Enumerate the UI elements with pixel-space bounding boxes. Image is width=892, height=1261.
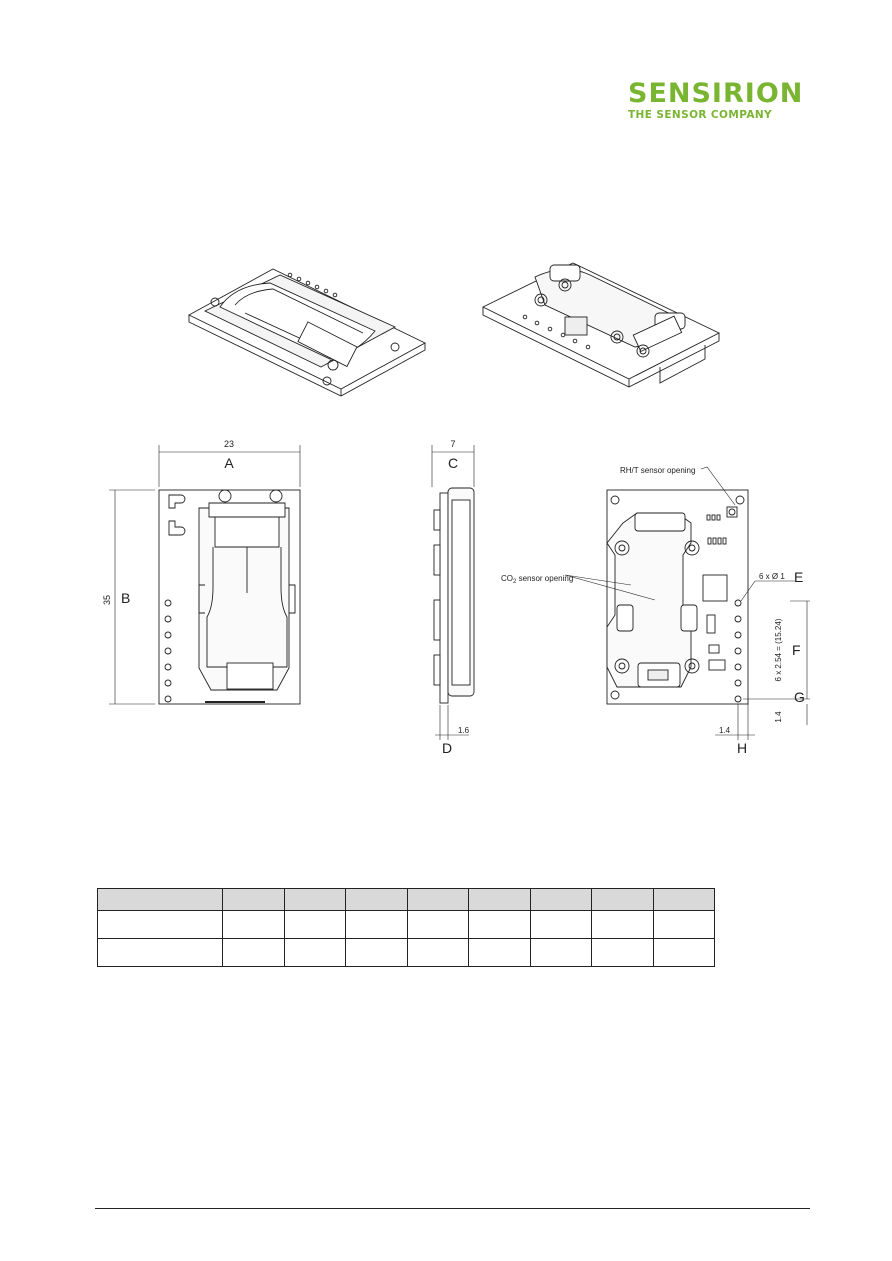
front-width-label: A xyxy=(224,455,234,471)
table-cell xyxy=(652,910,715,939)
table-header-cell xyxy=(222,888,285,911)
front-view-dimensions xyxy=(109,445,301,705)
sensirion-logo: SENSIRION THE SENSOR COMPANY xyxy=(628,80,810,122)
back-view-dimensions xyxy=(564,466,810,740)
hole-label: E xyxy=(794,569,803,585)
table-cell xyxy=(652,938,715,967)
front-height-value: 35 xyxy=(102,595,112,605)
table-header-cell xyxy=(406,888,469,911)
table-cell xyxy=(283,910,346,939)
edge-vertical-value: 1.4 xyxy=(774,711,783,723)
side-thickness-value: 7 xyxy=(450,439,455,449)
table-header-cell xyxy=(283,888,346,911)
back-view xyxy=(606,489,749,705)
table-header-cell xyxy=(468,888,531,911)
edge-label: H xyxy=(737,740,747,756)
hole-callout: 6 x Ø 1 xyxy=(759,572,785,581)
side-pcb-label: D xyxy=(442,740,452,756)
dimension-table xyxy=(97,888,715,967)
table-row xyxy=(97,910,715,939)
table-cell xyxy=(468,910,531,939)
front-height-label: B xyxy=(121,590,130,606)
table-cell xyxy=(529,910,592,939)
side-pcb-value: 1.6 xyxy=(458,726,470,735)
edge-horizontal-value: 1.4 xyxy=(719,726,731,735)
table-row xyxy=(97,938,715,967)
front-width-value: 23 xyxy=(224,439,234,449)
table-header-cell xyxy=(345,888,408,911)
table-header-cell xyxy=(591,888,654,911)
mechanical-drawing: 23 A 35 B 7 C 1.6 D RH/T sensor opening … xyxy=(95,255,815,765)
table-header-cell xyxy=(652,888,715,911)
footer-rule xyxy=(95,1208,810,1209)
side-thickness-label: C xyxy=(448,455,458,471)
table-cell xyxy=(222,938,285,967)
isometric-view-bottom xyxy=(481,262,721,388)
rht-opening-label: RH/T sensor opening xyxy=(620,466,695,475)
table-cell xyxy=(406,938,469,967)
table-cell xyxy=(468,938,531,967)
table-cell xyxy=(529,938,592,967)
isometric-view-top xyxy=(188,268,426,397)
logo-wordmark: SENSIRION xyxy=(628,78,804,109)
logo-tagline: THE SENSOR COMPANY xyxy=(628,109,773,121)
table-cell xyxy=(345,938,408,967)
side-view xyxy=(433,487,475,704)
drawing-canvas: 23 A 35 B 7 C 1.6 D RH/T sensor opening … xyxy=(102,262,810,756)
table-cell xyxy=(591,938,654,967)
table-header-cell xyxy=(529,888,592,911)
table-cell xyxy=(406,910,469,939)
side-view-dimensions xyxy=(431,445,475,740)
table-cell xyxy=(283,938,346,967)
pitch-label: F xyxy=(792,642,801,658)
offset-label: G xyxy=(794,689,805,705)
table-cell xyxy=(97,938,223,967)
table-cell xyxy=(97,910,223,939)
table-header-cell xyxy=(97,888,223,911)
co2-opening-label: CO2 sensor opening xyxy=(501,574,573,585)
table-cell xyxy=(591,910,654,939)
table-cell xyxy=(222,910,285,939)
pitch-callout: 6 x 2.54 = (15.24) xyxy=(774,618,783,681)
front-view xyxy=(158,489,301,705)
table-cell xyxy=(345,910,408,939)
table-header-row xyxy=(97,888,715,911)
